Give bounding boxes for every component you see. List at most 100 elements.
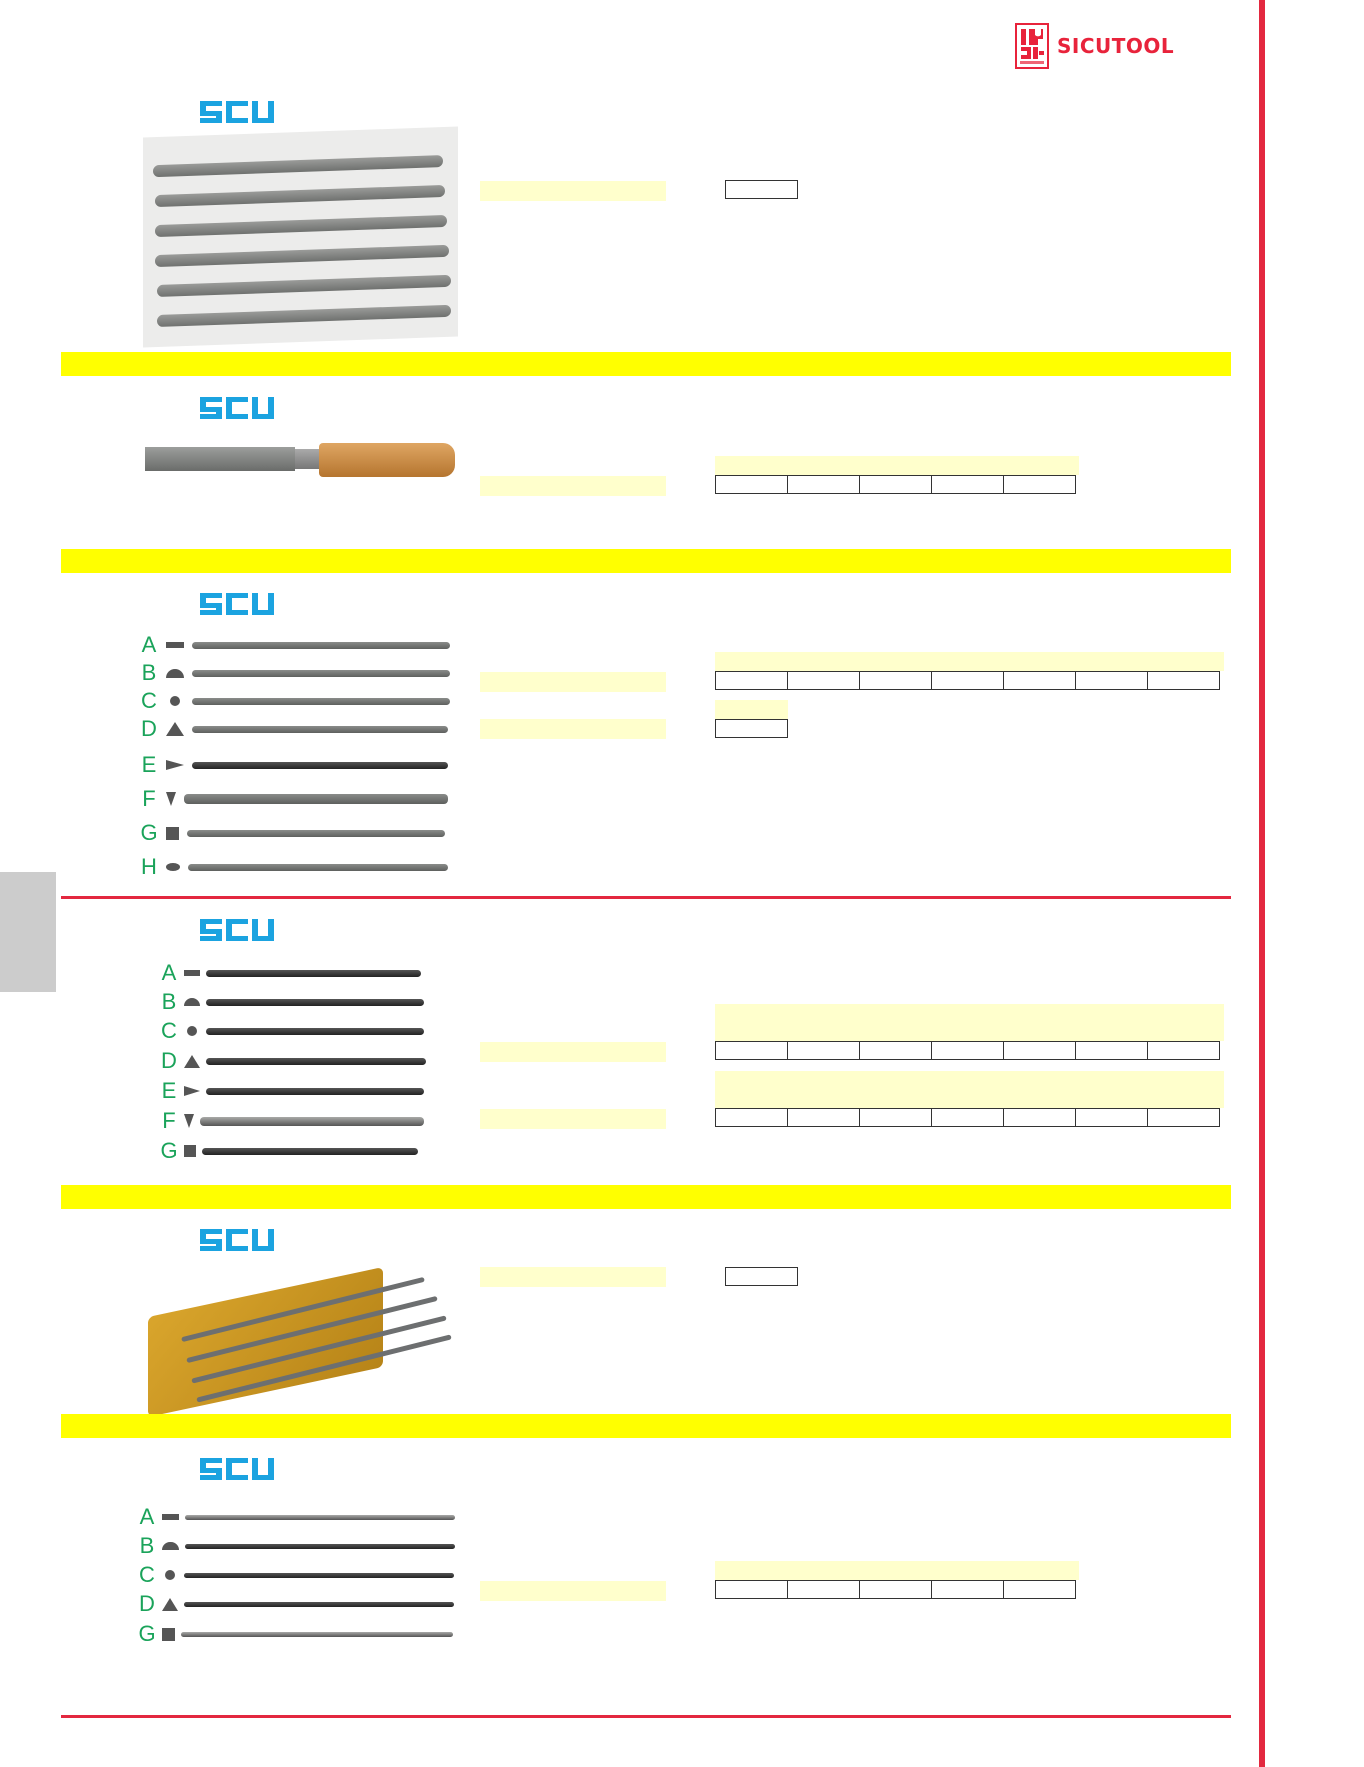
item-code-label <box>480 476 666 496</box>
spec-table-header <box>715 1561 1079 1580</box>
triangle-profile-icon <box>184 1054 200 1068</box>
spec-cell <box>787 1041 860 1060</box>
profile-letter: D <box>139 1591 155 1616</box>
profile-letter: C <box>139 1562 155 1587</box>
flat-profile-icon <box>162 1514 179 1520</box>
knife-profile-icon <box>166 760 184 770</box>
item-code-label <box>480 181 666 201</box>
spec-cell <box>787 475 860 494</box>
spec-table <box>715 719 788 738</box>
spec-cell <box>859 671 932 690</box>
profile-letter: D <box>161 1048 177 1073</box>
spec-cell <box>859 1041 932 1060</box>
item-code-label <box>480 1042 666 1062</box>
section-divider-band <box>61 1414 1231 1438</box>
profile-letter: A <box>141 632 157 657</box>
page-edge-red-rule <box>1259 0 1265 1767</box>
spec-table-header <box>715 1004 1224 1041</box>
profile-letter: G <box>138 1621 156 1646</box>
product-image-wooden-handle-file <box>145 443 455 479</box>
square-profile-icon <box>162 1627 175 1641</box>
flat-profile-icon <box>166 642 184 648</box>
item-code-label <box>480 719 666 739</box>
half-round-profile-icon <box>162 1542 179 1550</box>
product-image-riffler-pouch-set <box>148 1262 453 1417</box>
spec-table <box>715 475 1076 494</box>
item-code-label <box>480 1267 666 1287</box>
spec-cell <box>931 1580 1004 1599</box>
profile-letter: A <box>139 1504 155 1529</box>
profile-letter: D <box>141 716 157 741</box>
triangle-profile-icon <box>166 722 184 736</box>
spec-table-header <box>715 700 788 719</box>
spec-cell <box>1075 1041 1148 1060</box>
sicutool-logo-mark-icon <box>1015 23 1049 69</box>
item-code-label <box>480 672 666 692</box>
spec-cell <box>1003 1108 1076 1127</box>
product-image-needle-rifflers: A B C D G <box>138 1502 463 1652</box>
spec-cell <box>725 180 798 199</box>
flat-profile-icon <box>184 970 200 976</box>
spec-table-header <box>715 652 1224 671</box>
spec-cell <box>1003 671 1076 690</box>
spec-table <box>715 1041 1220 1060</box>
section-divider-band <box>61 1185 1231 1209</box>
round-profile-icon <box>165 1570 175 1580</box>
spec-cell <box>1075 671 1148 690</box>
scu-logo-icon <box>200 919 274 941</box>
spec-cell <box>715 475 788 494</box>
half-round-profile-icon <box>166 668 184 678</box>
spec-cell <box>787 671 860 690</box>
profile-letter: C <box>161 1018 177 1043</box>
spec-cell <box>931 1108 1004 1127</box>
spec-cell <box>715 1580 788 1599</box>
profile-letter: E <box>141 752 157 777</box>
item-code-label <box>480 1581 666 1601</box>
spec-cell <box>787 1580 860 1599</box>
scu-logo-icon <box>200 593 274 615</box>
product-image-file-tray-set <box>143 126 458 348</box>
spec-cell <box>715 1041 788 1060</box>
section-divider-red-rule <box>61 896 1231 899</box>
spec-table <box>725 180 798 199</box>
spec-table <box>725 1267 798 1286</box>
spec-cell <box>1003 1041 1076 1060</box>
profile-letter: H <box>141 854 157 879</box>
triangle-profile-icon <box>162 1597 178 1611</box>
spec-table-header <box>715 456 1079 475</box>
spec-cell <box>715 671 788 690</box>
product-image-double-ended-rifflers: A B C D E F G H <box>140 630 460 890</box>
inverted-triangle-profile-icon <box>166 792 176 806</box>
spec-cell <box>787 1108 860 1127</box>
spec-cell <box>1147 671 1220 690</box>
square-profile-icon <box>184 1145 196 1157</box>
oval-profile-icon <box>166 863 180 871</box>
spec-table <box>715 1108 1220 1127</box>
sicutool-logo: SICUTOOL <box>1015 22 1205 70</box>
spec-cell <box>931 1041 1004 1060</box>
spec-cell <box>1075 1108 1148 1127</box>
spec-cell <box>859 475 932 494</box>
spec-cell <box>1003 475 1076 494</box>
round-profile-icon <box>187 1026 197 1036</box>
profile-letter: B <box>141 660 157 685</box>
profile-letter: A <box>161 960 177 985</box>
profile-letter: G <box>140 820 158 845</box>
profile-letter: B <box>139 1533 155 1558</box>
page-footer-red-rule <box>61 1715 1231 1718</box>
spec-cell <box>715 719 788 738</box>
spec-table-header <box>715 1071 1224 1108</box>
spec-cell <box>931 671 1004 690</box>
product-image-black-rifflers: A B C D E F G <box>160 958 450 1173</box>
scu-logo-icon <box>200 1229 274 1251</box>
spec-cell <box>859 1580 932 1599</box>
spec-cell <box>859 1108 932 1127</box>
scu-logo-icon <box>200 101 274 123</box>
spec-cell <box>1147 1108 1220 1127</box>
profile-letter: G <box>160 1138 178 1163</box>
spec-cell <box>931 475 1004 494</box>
half-round-profile-icon <box>184 998 200 1006</box>
item-code-label <box>480 1109 666 1129</box>
spec-table <box>715 671 1220 690</box>
brand-name: SICUTOOL <box>1057 34 1175 58</box>
